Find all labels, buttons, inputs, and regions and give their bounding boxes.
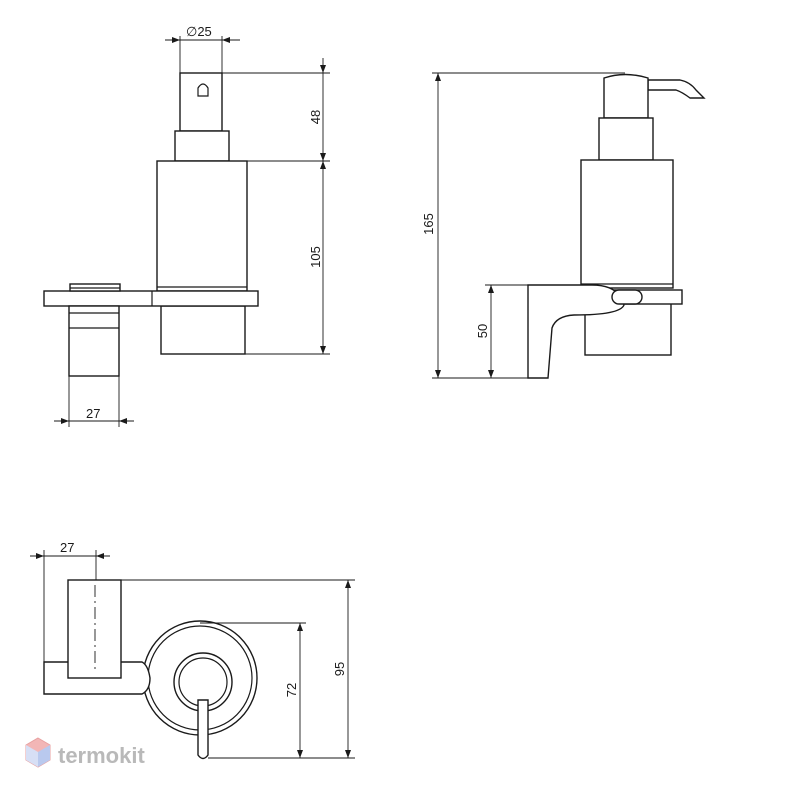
side-pump-head bbox=[603, 73, 649, 119]
front-dimensions: ∅25 48 105 27 bbox=[54, 24, 330, 427]
plan-view bbox=[43, 579, 258, 760]
dim-total-height: 165 bbox=[421, 213, 436, 235]
dim-body-height: 105 bbox=[308, 246, 323, 268]
dim-plan-depth: 95 bbox=[332, 662, 347, 676]
plan-spout bbox=[197, 699, 209, 760]
dim-bracket-height: 50 bbox=[475, 324, 490, 338]
dim-front-width: 27 bbox=[86, 406, 100, 421]
plan-dimensions: 27 72 95 bbox=[30, 540, 355, 759]
watermark-logo: termokit bbox=[25, 737, 145, 768]
dim-plan-ring: 72 bbox=[284, 683, 299, 697]
side-wall-bracket bbox=[527, 284, 625, 379]
bracket-plate bbox=[43, 290, 259, 307]
plan-wall-block bbox=[67, 579, 122, 679]
bottle-body bbox=[156, 160, 248, 292]
side-bottle-body bbox=[580, 159, 674, 289]
holder-cup bbox=[160, 305, 246, 355]
dim-plan-width: 27 bbox=[60, 540, 74, 555]
dim-pump-height: 48 bbox=[308, 110, 323, 124]
front-view bbox=[43, 72, 259, 377]
latch-button bbox=[611, 289, 643, 305]
pump-head bbox=[179, 72, 223, 132]
watermark-text: termokit bbox=[58, 743, 145, 768]
dim-top-diameter: ∅25 bbox=[186, 24, 212, 39]
side-pump-neck bbox=[598, 117, 654, 161]
side-view bbox=[527, 73, 706, 379]
wall-block bbox=[68, 305, 120, 377]
pump-nozzle-icon bbox=[197, 83, 209, 97]
pump-neck bbox=[174, 130, 230, 162]
side-dimensions: 165 50 bbox=[421, 72, 625, 379]
pump-spout bbox=[647, 79, 706, 99]
